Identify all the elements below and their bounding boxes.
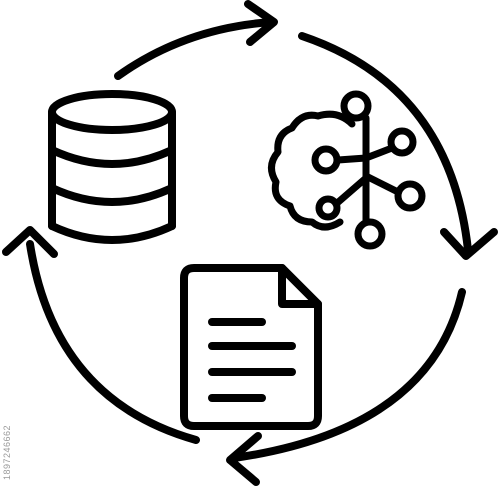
brain-network-icon: [268, 90, 426, 250]
arrow-top-icon: [114, 0, 278, 80]
arrow-left-icon: [2, 226, 200, 444]
database-icon: [48, 90, 176, 244]
stock-id-label: 1897246662: [2, 424, 12, 480]
arrow-bottom-icon: [226, 288, 466, 486]
document-icon: [180, 264, 322, 430]
arrow-right-icon: [298, 32, 498, 260]
